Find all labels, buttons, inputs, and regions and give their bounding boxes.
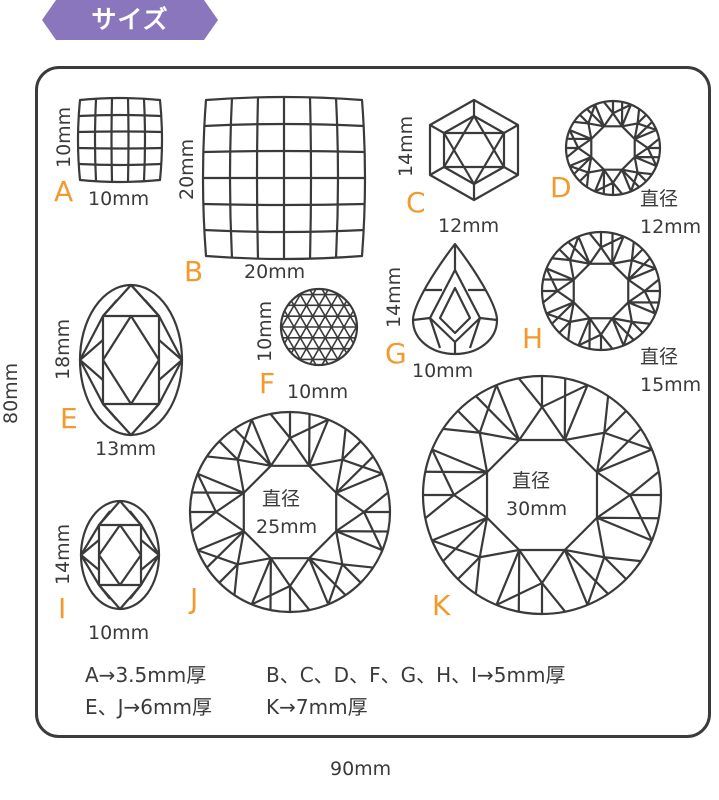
mold-k-diameter-label: 直径	[512, 470, 551, 492]
mold-b-height: 20mm	[176, 138, 198, 200]
gem-i-oval	[79, 499, 161, 611]
crown-facets	[423, 376, 661, 614]
mold-k-letter: K	[432, 589, 451, 622]
mold-h-letter: H	[522, 322, 544, 355]
gem-c-hexagon	[428, 98, 520, 202]
mold-f-height: 10mm	[254, 300, 276, 362]
thickness-note: E、J→6mm厚	[85, 695, 212, 719]
mold-d-diameter: 12mm	[640, 216, 702, 238]
mold-g-height: 14mm	[383, 266, 405, 328]
gem-j-round	[188, 410, 392, 614]
thickness-note: A→3.5mm厚	[85, 663, 207, 687]
overall-width-label: 90mm	[330, 758, 392, 780]
mold-i-letter: I	[58, 592, 67, 625]
gem-b-square-cushion	[201, 95, 367, 261]
mold-i-height: 14mm	[52, 523, 74, 585]
table-facet	[590, 125, 636, 171]
gem-e-oval	[78, 283, 184, 437]
mold-e-letter: E	[60, 402, 78, 435]
mold-h-diameter-label: 直径	[640, 346, 679, 368]
gem-g-pear	[411, 242, 499, 356]
mold-j-letter: J	[190, 582, 199, 615]
rose-facets	[281, 289, 357, 365]
mold-e-height: 18mm	[52, 318, 74, 380]
gem-k-round	[421, 374, 663, 616]
mold-c-letter: C	[406, 186, 426, 219]
table-facet	[242, 464, 338, 560]
mold-k-diameter: 30mm	[506, 498, 568, 520]
overall-height-label: 80mm	[0, 362, 22, 424]
crown-facets	[566, 101, 660, 195]
mold-g-letter: G	[385, 337, 407, 370]
mold-c-width: 12mm	[438, 215, 500, 237]
mold-g-width: 10mm	[412, 360, 474, 382]
mold-f-letter: F	[259, 367, 276, 400]
mold-j-diameter: 25mm	[256, 516, 318, 538]
gem-f-rose-cut	[279, 287, 359, 367]
gem-h-round	[540, 230, 662, 352]
badge-polygon	[42, 0, 218, 40]
mold-frame	[35, 66, 711, 738]
gem-a-square-cushion	[76, 96, 164, 184]
mold-b-letter: B	[184, 255, 204, 288]
mold-a-letter: A	[54, 175, 74, 208]
mold-f-width: 10mm	[287, 381, 349, 403]
mold-e-width: 13mm	[95, 438, 157, 460]
mold-j-diameter-label: 直径	[262, 488, 301, 510]
crown-facets	[542, 232, 660, 350]
thickness-note: K→7mm厚	[266, 695, 368, 719]
mold-d-diameter-label: 直径	[640, 188, 679, 210]
crown-facets	[190, 412, 390, 612]
thickness-note: B、C、D、F、G、H、I→5mm厚	[266, 663, 566, 687]
table-facet	[485, 438, 599, 552]
mold-h-diameter: 15mm	[640, 374, 702, 396]
mold-d-letter: D	[550, 171, 572, 204]
gem-d-round	[564, 99, 662, 197]
mold-i-width: 10mm	[88, 622, 150, 644]
mold-c-height: 14mm	[395, 115, 417, 177]
title-badge: サイズ	[91, 5, 169, 34]
mold-a-width: 10mm	[88, 188, 150, 210]
title-badge-shape	[42, 0, 218, 40]
table-facet	[572, 262, 630, 320]
mold-b-width: 20mm	[244, 261, 306, 283]
mold-a-height: 10mm	[53, 106, 75, 168]
